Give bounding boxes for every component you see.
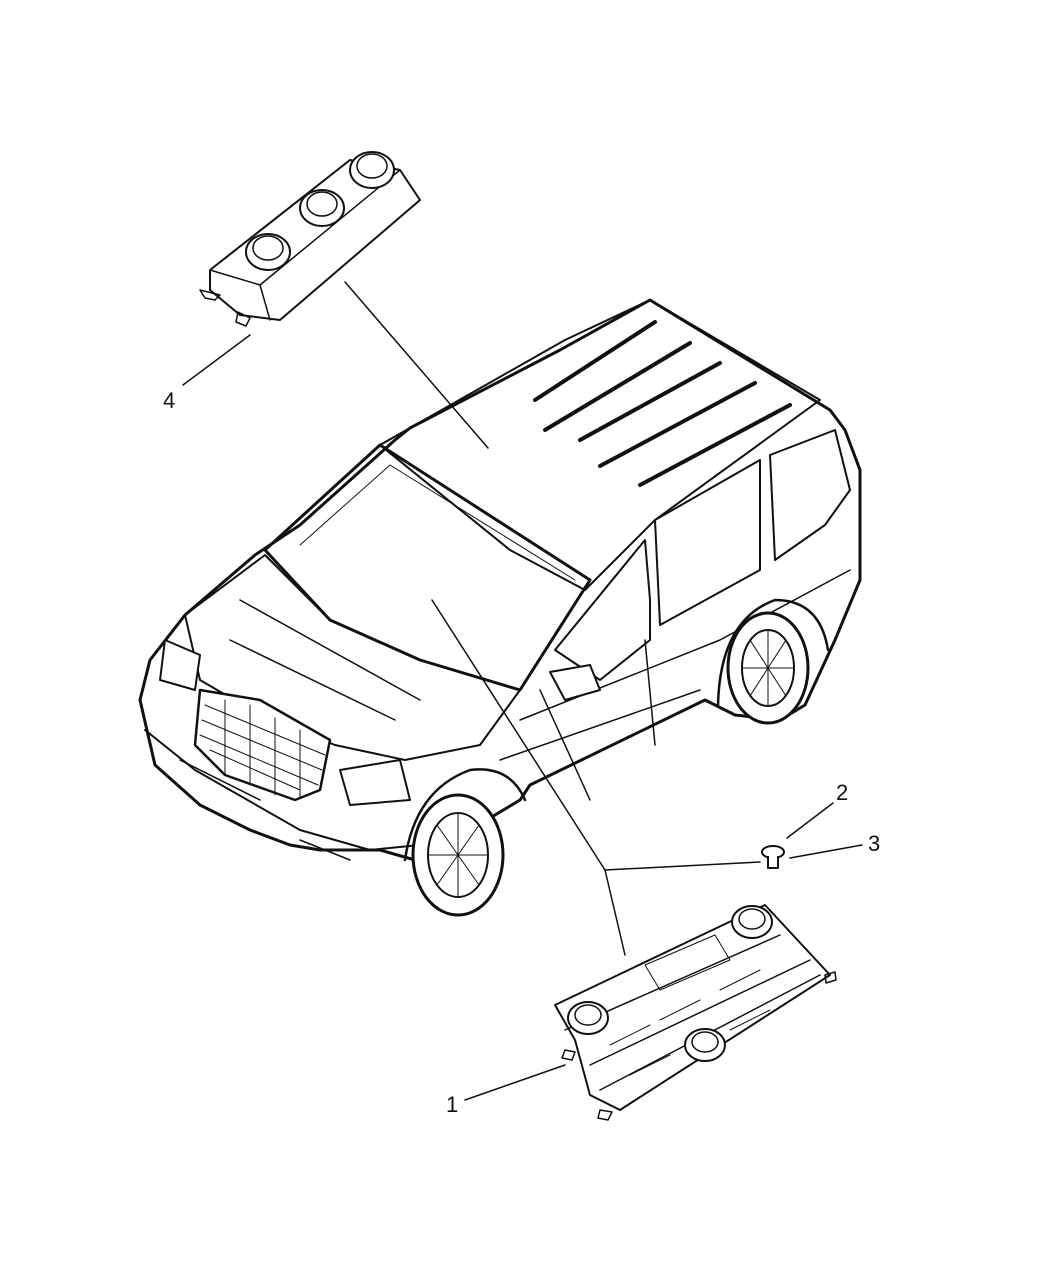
leader-line-1 xyxy=(464,1064,566,1101)
front-climate-control-module xyxy=(554,904,837,1121)
callout-1: 1 xyxy=(446,1092,458,1117)
leader-line-4 xyxy=(182,334,251,386)
callout-4: 4 xyxy=(163,388,175,413)
rear-climate-control-module xyxy=(199,151,421,327)
leader-line-3 xyxy=(789,844,863,859)
screw-fastener xyxy=(761,845,785,869)
callout-3: 3 xyxy=(868,831,880,856)
callout-2: 2 xyxy=(836,780,848,805)
leader-line-4-vehicle xyxy=(344,281,489,449)
minivan-illustration xyxy=(138,298,862,917)
leader-lines xyxy=(182,281,863,1101)
leader-line-screw-join xyxy=(604,861,761,871)
leader-line-2 xyxy=(786,802,834,839)
